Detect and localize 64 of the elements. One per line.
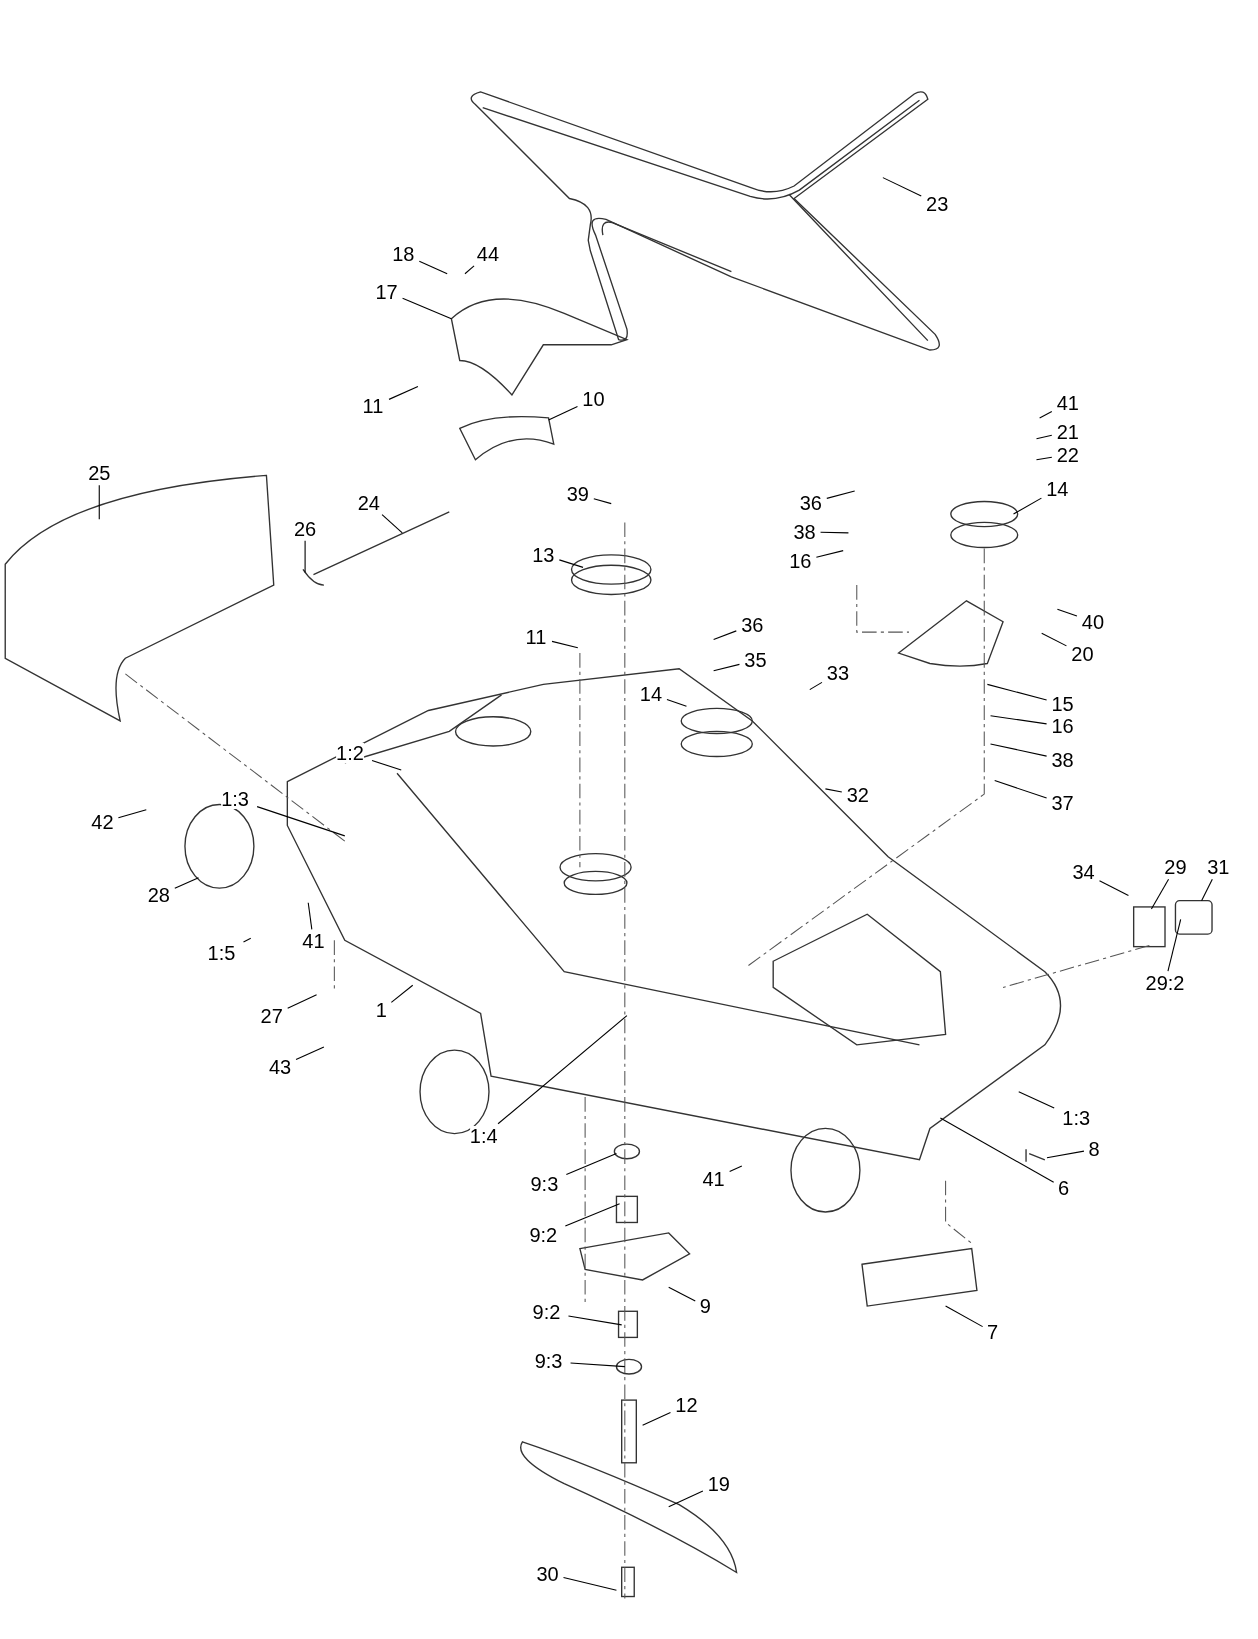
callout-number: 1:3: [1062, 1108, 1091, 1128]
callout-number: 14: [1046, 479, 1069, 499]
leader-line: [826, 490, 856, 499]
leader-line: [565, 1152, 617, 1176]
leader-line: [668, 1490, 704, 1508]
leader-line: [381, 514, 403, 534]
leader-line: [548, 406, 579, 421]
leader-line: [402, 297, 452, 320]
leader-line: [882, 177, 922, 197]
leader-line: [388, 386, 419, 400]
leader-line: [1018, 1091, 1055, 1109]
leader-line: [562, 1576, 617, 1591]
leader-line: [809, 681, 823, 691]
leader-line: [642, 1412, 671, 1426]
leader-line: [418, 260, 448, 275]
leader-line: [593, 498, 612, 505]
leader-line: [242, 937, 252, 943]
leader-line: [570, 1362, 626, 1368]
leader-line: [824, 788, 843, 793]
leader-line: [1012, 497, 1042, 515]
leader-line: [815, 550, 844, 558]
callout-number: 9:2: [529, 1225, 558, 1245]
leader-line: [1041, 632, 1067, 647]
leader-line: [1035, 456, 1053, 461]
leader-line: [1035, 434, 1053, 440]
leader-line: [551, 640, 579, 649]
leader-line: [820, 531, 849, 534]
leader-line: [307, 902, 313, 930]
leader-line: [989, 715, 1048, 725]
leader-line: [945, 1305, 984, 1328]
leader-line: [117, 809, 147, 819]
leader-line: [464, 265, 475, 275]
leader-line: [304, 540, 306, 574]
leader-line: [1150, 878, 1170, 910]
leader-line: [390, 984, 414, 1003]
leader-line: [986, 683, 1048, 701]
callout-number: 1:4: [469, 1125, 498, 1146]
callout-number: 6: [1058, 1178, 1070, 1198]
leader-line: [564, 1203, 621, 1227]
leader-line: [295, 1046, 325, 1061]
leader-line: [1201, 878, 1213, 902]
leader-line: [98, 484, 100, 520]
leader-line: [713, 630, 737, 640]
leader-line: [1046, 1150, 1085, 1159]
leader-line: [1098, 880, 1129, 896]
leader-line: [256, 806, 346, 837]
leader-line: [994, 779, 1048, 799]
leader-line: [713, 663, 740, 672]
leader-line: [1167, 918, 1182, 972]
leader-line: [287, 994, 318, 1009]
leader-line: [939, 1117, 1055, 1183]
leader-line: [1039, 411, 1053, 419]
leader-line: [174, 877, 200, 889]
leader-line: [371, 759, 402, 771]
leader-line: [1056, 608, 1078, 617]
leader-line: [989, 743, 1048, 757]
leader-line: [497, 1015, 628, 1125]
leader-line: [668, 1286, 696, 1302]
leader-line: [558, 559, 584, 568]
leader-line: [567, 1315, 623, 1326]
leader-line: [666, 698, 687, 707]
callout-number: 1:2: [336, 743, 364, 764]
leader-line: [729, 1165, 743, 1173]
callout-number: 1:3: [221, 789, 249, 810]
